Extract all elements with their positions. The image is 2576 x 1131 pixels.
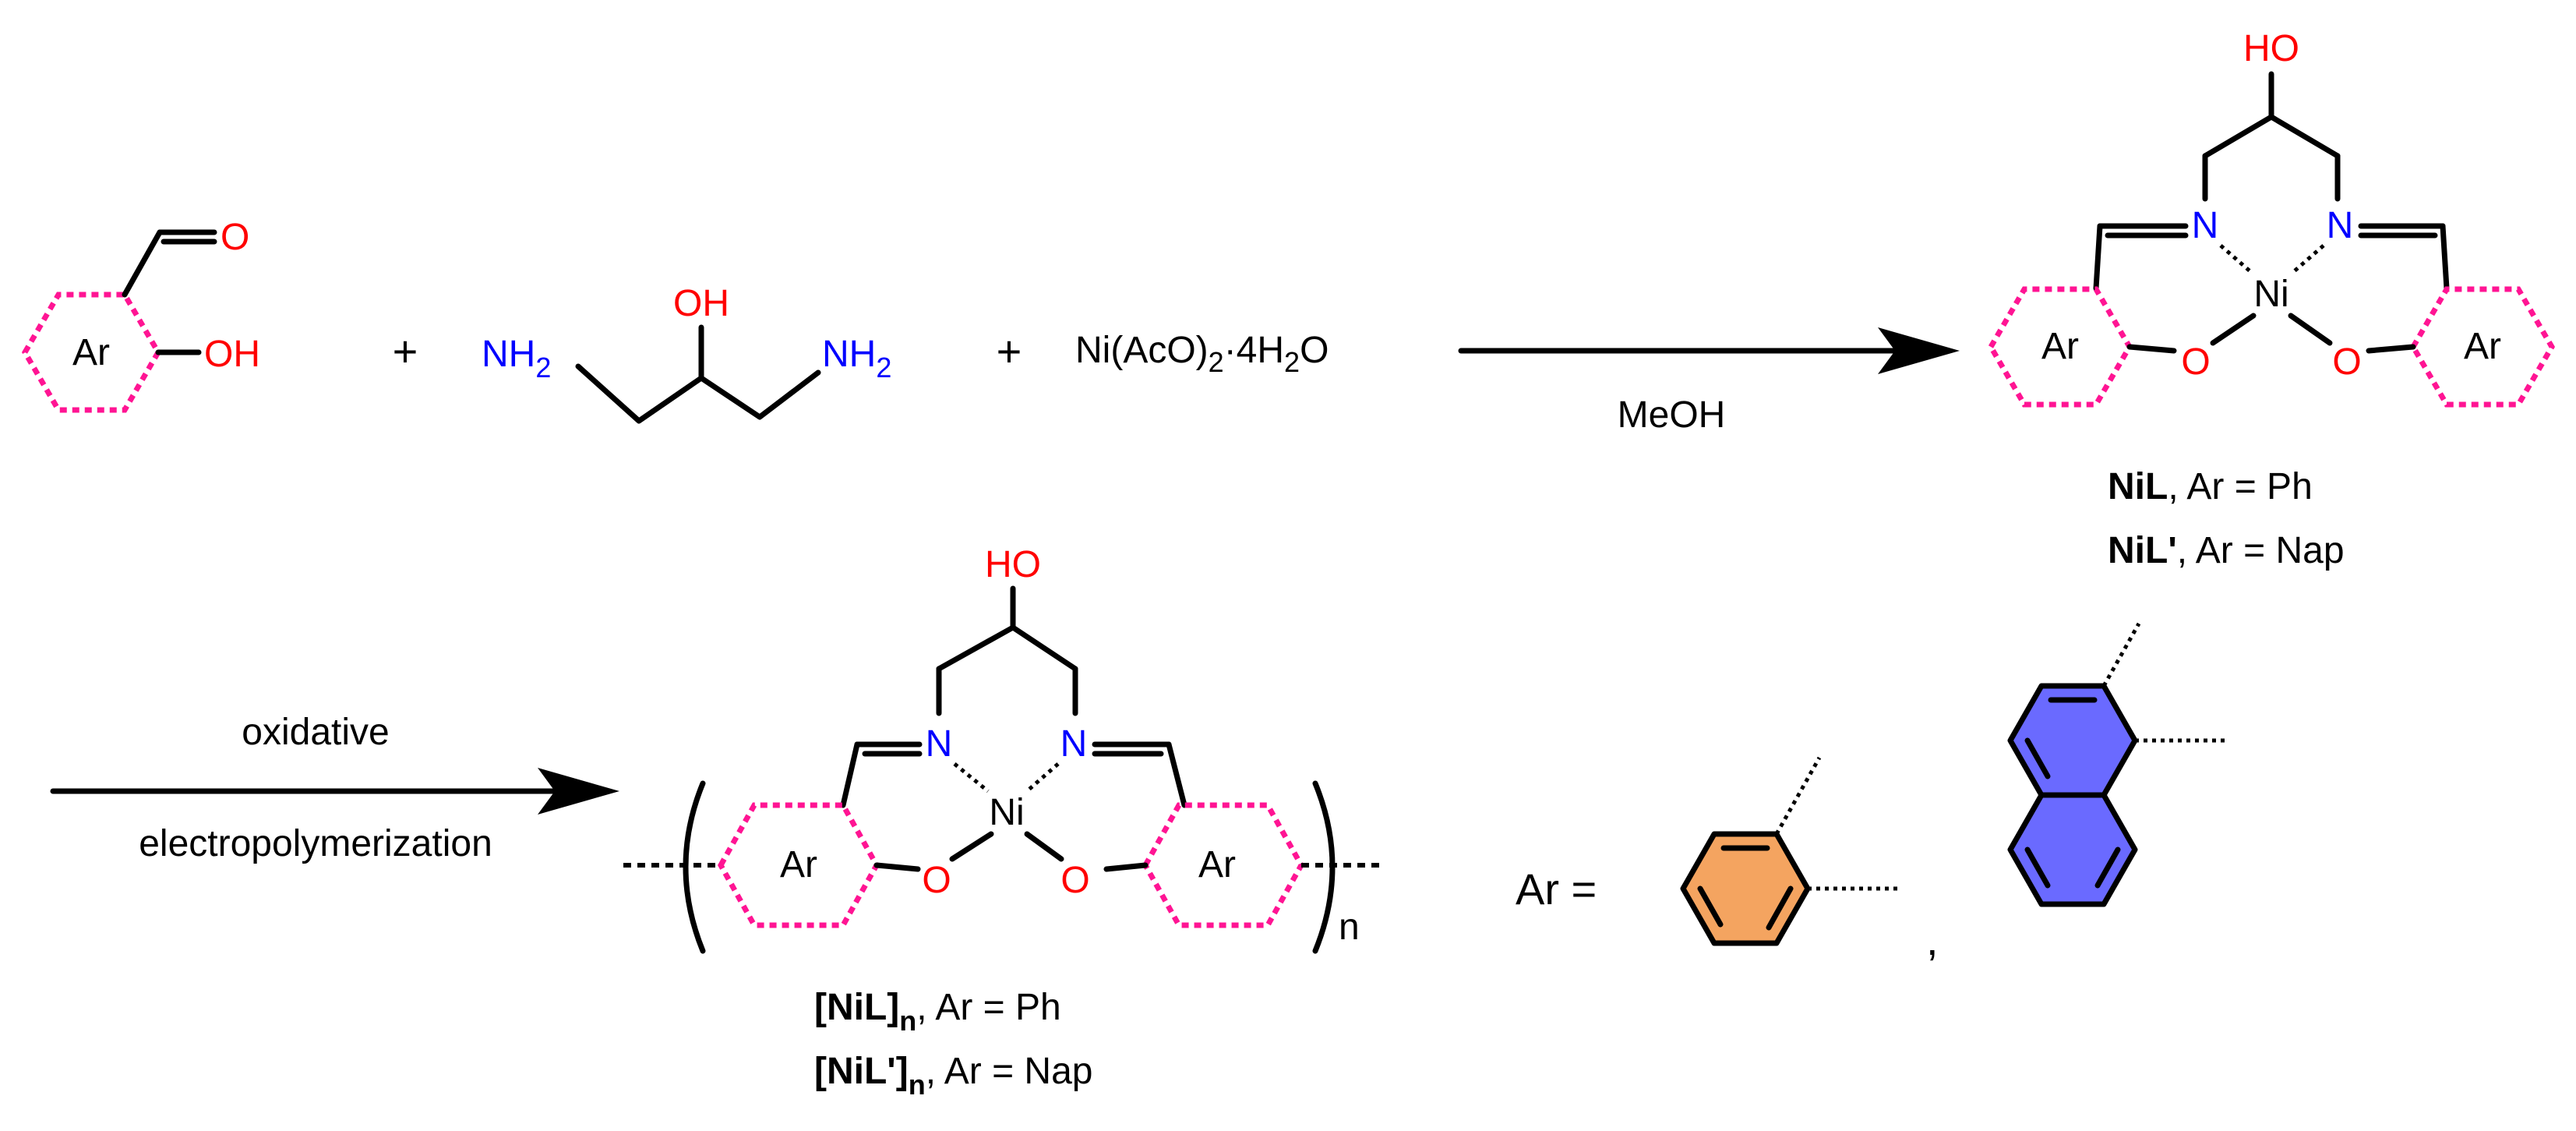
imine-nitrogen-left: N: [926, 723, 953, 765]
amine-group-left: NH2: [482, 334, 551, 383]
repeat-subscript: n: [1339, 907, 1360, 948]
arrow-head: [538, 768, 619, 815]
amine-group-right: NH2: [822, 334, 891, 383]
coordination-bond: [1025, 762, 1060, 793]
propane-backbone: [575, 363, 821, 424]
phenolate-oxygen-left: O: [922, 860, 951, 901]
ar-label: Ar: [72, 332, 110, 373]
bond: [2094, 846, 2121, 889]
attachment-bond: [2101, 622, 2141, 687]
bond: [1166, 741, 1187, 808]
bond: [2210, 313, 2257, 346]
step-label-electropolymerization: electropolymerization: [139, 823, 492, 864]
ar-label: Ar: [780, 844, 817, 885]
arrow-head: [1878, 327, 1960, 374]
naphthyl-group: [2007, 622, 2228, 907]
nickel-complex: HO N N Ni Ar Ar O O NiL, Ar = Ph NiL', A…: [1987, 28, 2556, 571]
ar-label: Ar: [1198, 844, 1236, 885]
diamine-reagent: NH2 OH NH2: [482, 283, 891, 424]
ar-label: Ar: [2041, 326, 2079, 367]
complex-hydroxyl: HO: [2243, 28, 2299, 69]
aryl-ring-placeholder-right: [2409, 286, 2556, 408]
imine-nitrogen-right: N: [1060, 723, 1088, 765]
diol-hydroxyl: OH: [673, 283, 729, 324]
plus-sign: +: [997, 327, 1022, 376]
ar-label: Ar: [2464, 326, 2501, 367]
bond: [2202, 114, 2341, 159]
bond: [2024, 737, 2051, 779]
bond: [1024, 831, 1064, 862]
nickel-salt: Ni(AcO)2·4H2O: [1075, 330, 1329, 378]
coordination-bond: [2219, 244, 2253, 274]
phenolate-oxygen-left: O: [2181, 341, 2210, 383]
repeat-bracket-right: [1312, 780, 1336, 954]
bond: [949, 831, 994, 862]
compound-label-nil: NiL, Ar = Ph: [2108, 466, 2313, 507]
ar-equals-label: Ar =: [1516, 864, 1597, 914]
reaction-arrow-2: oxidative electropolymerization: [50, 712, 619, 864]
reaction-arrow-1: MeOH: [1458, 327, 1960, 436]
solvent-label: MeOH: [1618, 394, 1726, 436]
polymer-complex: HO N N Ni Ar Ar O O n [NiL]n, Ar = Ph: [623, 544, 1383, 1101]
nickel-center: Ni: [989, 792, 1024, 833]
aldehyde-reagent: Ar O OH: [21, 217, 260, 413]
phenyl-group: [1680, 756, 1901, 946]
bond: [936, 624, 1078, 672]
bond: [2440, 223, 2450, 292]
coordination-bond: [953, 762, 990, 793]
step-label-oxidative: oxidative: [242, 712, 389, 753]
bond: [2093, 223, 2103, 292]
imine-nitrogen-right: N: [2327, 205, 2354, 246]
hydroxyl-group: OH: [204, 334, 260, 375]
bond: [2126, 344, 2177, 354]
polymer-hydroxyl: HO: [985, 544, 1041, 585]
bond: [873, 862, 921, 872]
separator-comma: ,: [1926, 915, 1939, 964]
repeat-bracket-left: [683, 780, 706, 954]
bond: [1766, 885, 1794, 931]
phenolate-oxygen-right: O: [2332, 341, 2361, 383]
plus-sign: +: [393, 327, 418, 376]
polymer-label-nil: [NiL]n, Ar = Ph: [814, 987, 1061, 1037]
polymer-label-nil-prime: [NiL']n, Ar = Nap: [814, 1051, 1092, 1101]
bond: [2288, 313, 2333, 346]
bond: [840, 741, 860, 808]
coordination-bond: [2291, 244, 2325, 274]
phenolate-oxygen-right: O: [1060, 860, 1089, 901]
aldehyde-oxygen: O: [221, 217, 249, 258]
bond: [2024, 846, 2051, 889]
bond: [1697, 885, 1724, 928]
bond: [122, 229, 163, 298]
imine-nitrogen-left: N: [2192, 205, 2219, 246]
nickel-center: Ni: [2253, 274, 2288, 315]
attachment-bond: [1774, 756, 1822, 836]
aryl-definitions: Ar = ,: [1516, 622, 2228, 964]
bond: [2366, 344, 2416, 354]
bond: [1103, 862, 1149, 872]
compound-label-nil-prime: NiL', Ar = Nap: [2108, 530, 2345, 571]
